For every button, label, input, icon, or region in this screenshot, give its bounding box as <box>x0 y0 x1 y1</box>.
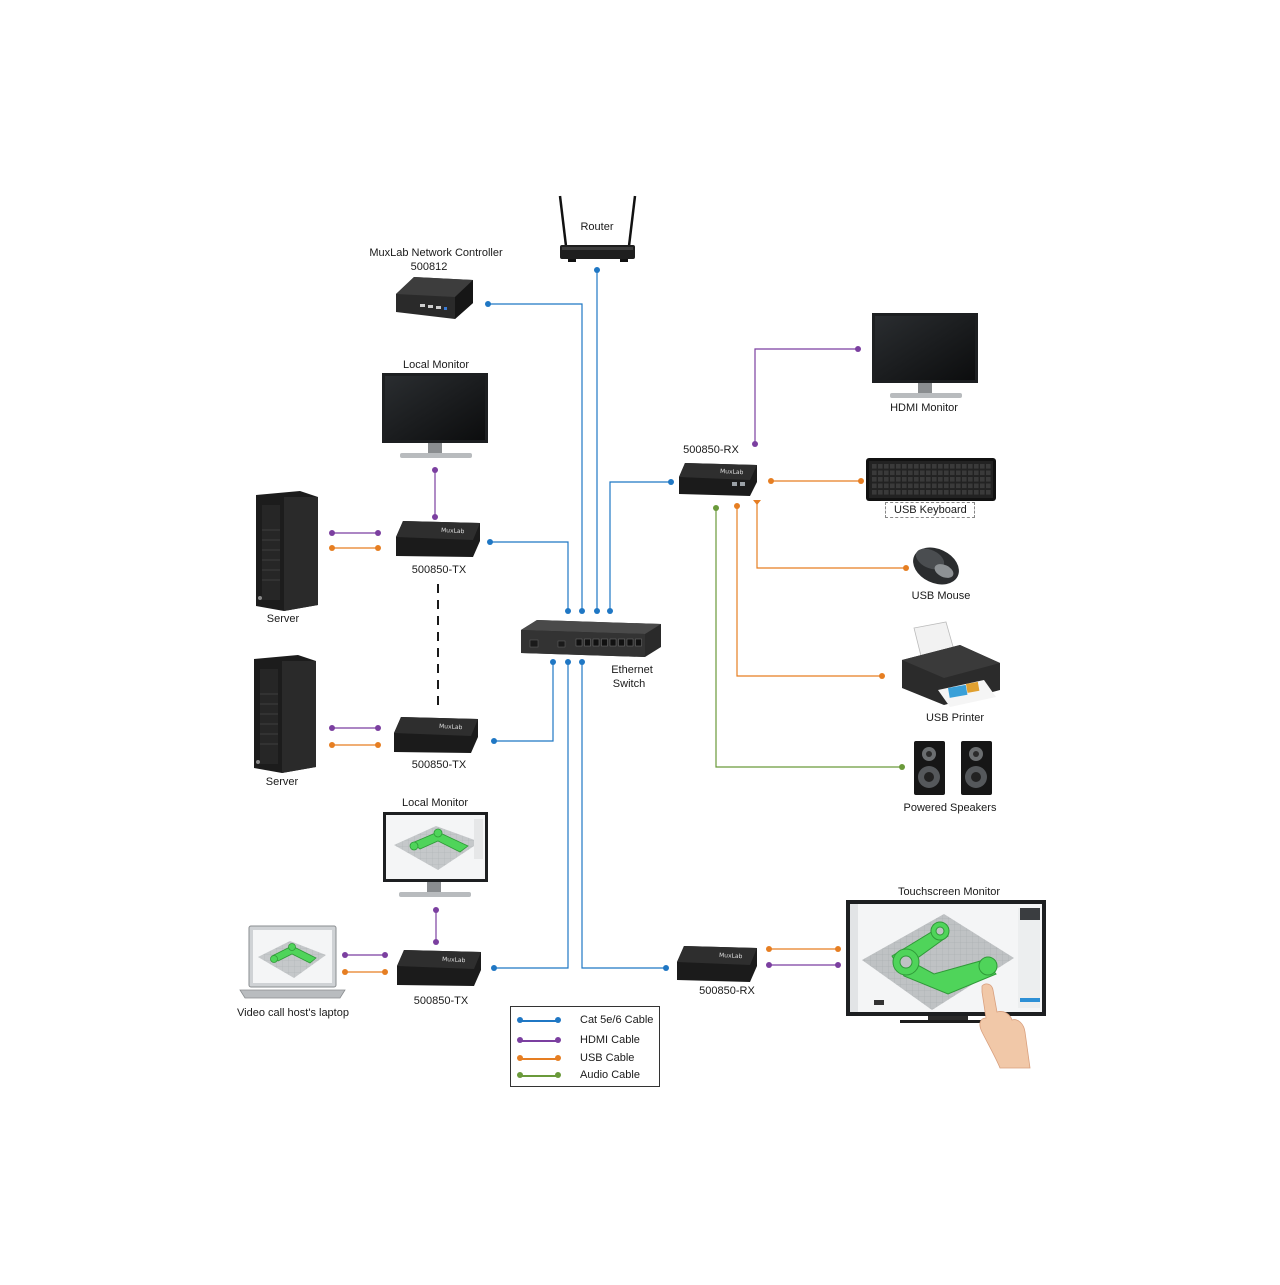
server-1-label: Server <box>266 613 300 625</box>
tx-1-icon: MuxLab <box>396 521 480 557</box>
powered-speakers-label: Powered Speakers <box>903 802 997 814</box>
hdmi-monitor-icon <box>872 313 978 398</box>
legend-label: USB Cable <box>580 1052 635 1064</box>
controller-name-label: MuxLab Network Controller <box>369 247 503 259</box>
cable-tx2-switch <box>494 662 554 742</box>
legend-row-audio: Audio Cable <box>511 1067 659 1085</box>
router-icon <box>558 195 637 262</box>
tx-2-icon: MuxLab <box>394 717 478 753</box>
touchscreen-label: Touchscreen Monitor <box>897 886 1001 898</box>
legend-label: Cat 5e/6 Cable <box>580 1014 654 1026</box>
svg-text:MuxLab: MuxLab <box>719 952 743 960</box>
usb-keyboard-icon <box>866 458 996 501</box>
hdmi-cable-ends <box>329 346 861 968</box>
rx-top-icon: MuxLab <box>679 463 757 496</box>
usb-mouse-label: USB Mouse <box>911 590 971 602</box>
powered-speakers-icon <box>914 741 992 795</box>
touch-hand-icon <box>979 983 1031 1069</box>
svg-text:MuxLab: MuxLab <box>441 527 465 535</box>
switch-label-line2: Switch <box>612 678 646 690</box>
cat-cables <box>488 270 671 969</box>
tx-3-icon: MuxLab <box>397 950 481 986</box>
tx-3-label: 500850-TX <box>413 995 469 1007</box>
switch-label-line1: Ethernet <box>611 664 653 676</box>
usb-cables <box>332 480 906 973</box>
legend-label: HDMI Cable <box>580 1034 640 1046</box>
local-monitor-top-icon <box>382 373 488 458</box>
network-controller-icon <box>396 277 473 319</box>
legend-row-hdmi: HDMI Cable <box>511 1032 659 1050</box>
ethernet-switch-icon <box>521 620 661 657</box>
legend: Cat 5e/6 Cable HDMI Cable USB Cable Audi… <box>510 1006 660 1087</box>
cable-tx1-switch <box>490 541 569 611</box>
cable-rx-switch <box>609 481 671 611</box>
server-1-icon <box>256 491 318 611</box>
tx-1-label: 500850-TX <box>411 564 467 576</box>
usb-printer-label: USB Printer <box>925 712 985 724</box>
local-monitor-bottom-icon <box>383 812 488 897</box>
usb-keyboard-label: USB Keyboard <box>885 502 975 518</box>
usb-cable-ends <box>329 478 909 975</box>
server-2-label: Server <box>265 776 299 788</box>
laptop-icon <box>239 925 346 999</box>
hdmi-cables <box>332 348 858 966</box>
cable-rx2-switch <box>581 662 666 969</box>
router-label: Router <box>580 221 614 233</box>
audio-cable-ends <box>713 505 905 770</box>
rx-bottom-icon: MuxLab <box>677 946 757 982</box>
local-monitor-bottom-label: Local Monitor <box>401 797 469 809</box>
local-monitor-top-label: Local Monitor <box>402 359 470 371</box>
cat-cable-ends <box>485 267 674 971</box>
laptop-label: Video call host's laptop <box>237 1007 349 1019</box>
legend-row-usb: USB Cable <box>511 1050 659 1068</box>
usb-mouse-icon <box>913 547 959 585</box>
svg-text:MuxLab: MuxLab <box>720 468 744 476</box>
usb-printer-icon <box>902 621 1000 707</box>
touchscreen-monitor-icon <box>846 900 1046 1023</box>
legend-label: Audio Cable <box>580 1069 640 1081</box>
hdmi-monitor-label: HDMI Monitor <box>890 402 958 414</box>
tx-2-label: 500850-TX <box>411 759 467 771</box>
rx-top-label: 500850-RX <box>683 444 739 456</box>
rx-bottom-label: 500850-RX <box>699 985 755 997</box>
svg-text:MuxLab: MuxLab <box>442 956 466 964</box>
server-2-icon <box>254 655 316 773</box>
svg-text:MuxLab: MuxLab <box>439 723 463 731</box>
audio-cables <box>715 508 902 768</box>
controller-model-label: 500812 <box>410 261 448 273</box>
cable-controller-switch <box>488 303 583 611</box>
legend-row-cat: Cat 5e/6 Cable <box>511 1012 659 1030</box>
cable-tx3-switch <box>494 662 569 969</box>
